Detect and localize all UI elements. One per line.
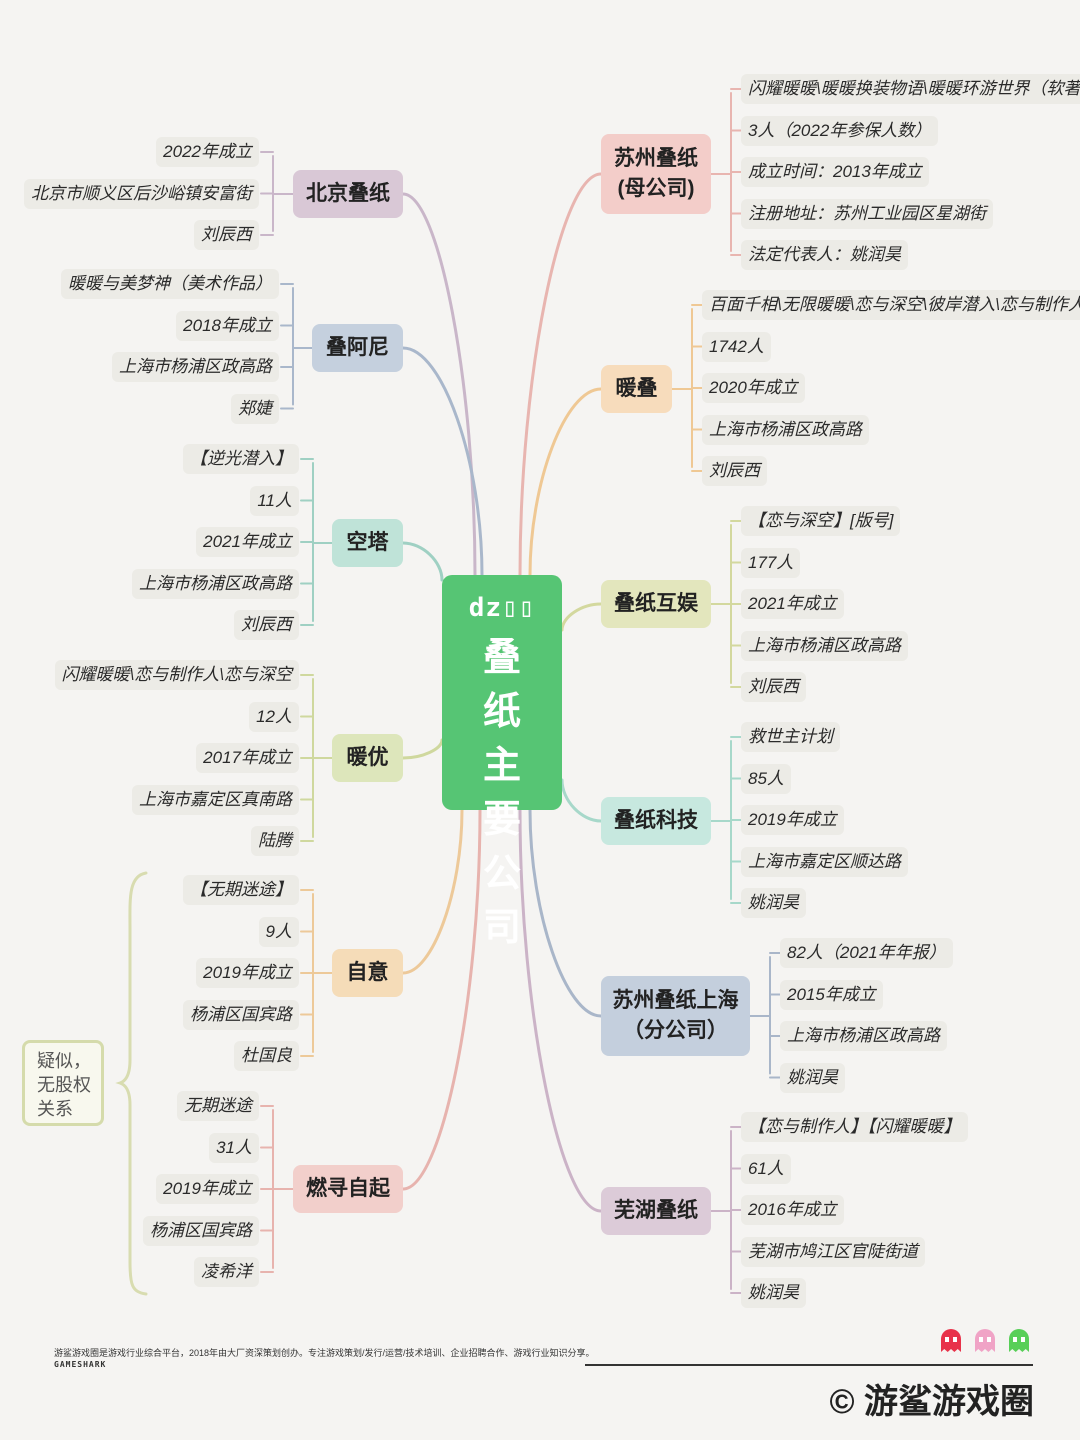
footer-brand: GAMESHARK [54,1360,107,1369]
leaf-wuhu: 2016年成立 [741,1195,844,1225]
branch-keji: 叠纸科技 [601,797,711,845]
leaf-ranxun: 杨浦区国宾路 [143,1215,259,1246]
leaf-dieani: 2018年成立 [176,310,279,341]
leaf-huyu: 177人 [741,547,801,578]
edge-kongta [401,541,444,582]
edge-wuhu [518,808,603,1213]
edge-ranxun [401,808,482,1191]
leaf-huyu: 刘辰西 [741,672,806,702]
company-logo-icon: dz▯▯ [468,593,536,623]
leaf-suzhou: 注册地址：苏州工业园区星湖街 [741,198,993,229]
leaf-shanghai: 姚润昊 [780,1062,845,1093]
branch-nuandie: 暖叠 [601,365,672,413]
leaf-keji: 上海市嘉定区顺达路 [741,846,908,877]
red-ghost-icon [941,1329,961,1352]
leaf-nuanyou: 闪耀暖暖\恋与制作人\恋与深空 [54,660,299,690]
copyright: © 游鲨游戏圈 [829,1383,1035,1421]
leaf-ziyi: 杨浦区国宾路 [183,999,299,1030]
branch-huyu: 叠纸互娱 [601,580,711,628]
leaf-huyu: 上海市杨浦区政高路 [741,630,908,661]
pink-ghost-icon [975,1329,995,1352]
leaf-dieani: 郑婕 [231,393,279,424]
leaf-keji: 姚润昊 [741,888,806,918]
leaf-dieani: 暖暖与美梦神（美术作品） [61,269,279,299]
leaf-keji: 85人 [741,763,791,794]
leaf-dieani: 上海市杨浦区政高路 [112,352,279,382]
leaf-nuandie: 上海市杨浦区政高路 [702,414,869,445]
leaf-ziyi: 2019年成立 [196,958,299,988]
branch-nuanyou: 暖优 [332,734,403,782]
branch-ranxun: 燃寻自起 [293,1165,403,1213]
leaf-nuandie: 2020年成立 [702,373,805,403]
leaf-nuanyou: 陆腾 [251,826,299,856]
leaf-shanghai: 2015年成立 [780,979,883,1010]
leaf-ziyi: 9人 [258,916,299,947]
edge-nuandie [528,387,603,577]
branch-kongta: 空塔 [332,519,403,567]
leaf-shanghai: 82人（2021年年报） [780,938,953,968]
leaf-kongta: 2021年成立 [196,527,299,557]
footer-divider [585,1364,1033,1366]
branch-beijing: 北京叠纸 [293,170,403,218]
leaf-ranxun: 31人 [209,1132,259,1163]
edge-suzhou [518,172,603,577]
edge-ziyi [401,808,464,975]
leaf-nuandie: 百面千相\无限暖暖\恋与深空\彼岸潜入\恋与制作人 [702,290,1080,320]
leaf-suzhou: 成立时间：2013年成立 [741,157,929,187]
edge-huyu [560,602,603,632]
leaf-keji: 救世主计划 [741,722,840,752]
leaf-suzhou: 法定代表人：姚润昊 [741,240,908,270]
leaf-nuandie: 1742人 [702,331,771,362]
leaf-wuhu: 姚润昊 [741,1278,806,1308]
leaf-wuhu: 芜湖市鸠江区官陡街道 [741,1236,925,1267]
center-node: dz▯▯ 叠纸主要公司 [442,575,562,949]
leaf-ranxun: 2019年成立 [156,1174,259,1204]
note-box: 疑似，无股权关系 [22,1040,104,1126]
branch-suzhou: 苏州叠纸 (母公司) [601,134,711,214]
leaf-beijing: 刘辰西 [194,220,259,250]
leaf-kongta: 【逆光潜入】 [183,444,299,474]
leaf-beijing: 2022年成立 [156,137,259,167]
leaf-nuanyou: 2017年成立 [196,743,299,773]
edge-nuanyou [401,738,444,760]
leaf-wuhu: 【恋与制作人】【闪耀暖暖】 [741,1112,968,1142]
leaf-ziyi: 【无期迷途】 [183,875,299,905]
edge-keji [560,778,603,823]
leaf-nuanyou: 12人 [249,701,299,732]
center-title: 叠纸主要公司 [482,637,521,949]
leaf-ranxun: 无期迷途 [177,1091,259,1121]
branch-wuhu: 芜湖叠纸 [601,1187,711,1235]
leaf-kongta: 上海市杨浦区政高路 [132,568,299,599]
edge-shanghai [528,808,603,1018]
leaf-nuandie: 刘辰西 [702,456,767,486]
leaf-nuanyou: 上海市嘉定区真南路 [132,784,299,815]
leaf-wuhu: 61人 [741,1153,791,1184]
branch-dieani: 叠阿尼 [312,324,403,372]
leaf-beijing: 北京市顺义区后沙峪镇安富街 [24,178,259,209]
leaf-suzhou: 3人（2022年参保人数） [741,115,939,146]
branch-ziyi: 自意 [332,949,403,997]
leaf-huyu: 【恋与深空】[版号] [741,506,901,536]
leaf-huyu: 2021年成立 [741,589,844,619]
edge-dieani [401,346,484,577]
leaf-shanghai: 上海市杨浦区政高路 [780,1021,947,1051]
leaf-kongta: 11人 [250,485,299,516]
leaf-ziyi: 杜国良 [234,1041,299,1071]
green-ghost-icon [1009,1329,1029,1352]
leaf-ranxun: 凌希洋 [194,1257,259,1287]
leaf-keji: 2019年成立 [741,805,844,835]
branch-shanghai: 苏州叠纸上海 （分公司） [601,976,750,1056]
leaf-suzhou: 闪耀暖暖\暖暖换装物语\暖暖环游世界（软著） [741,74,1080,104]
edge-beijing [401,192,477,577]
footer-description: 游鲨游戏圈是游戏行业综合平台，2018年由大厂资深策划创办。专注游戏策划/发行/… [54,1348,595,1358]
leaf-kongta: 刘辰西 [234,610,299,640]
note-bracket [115,871,148,1296]
